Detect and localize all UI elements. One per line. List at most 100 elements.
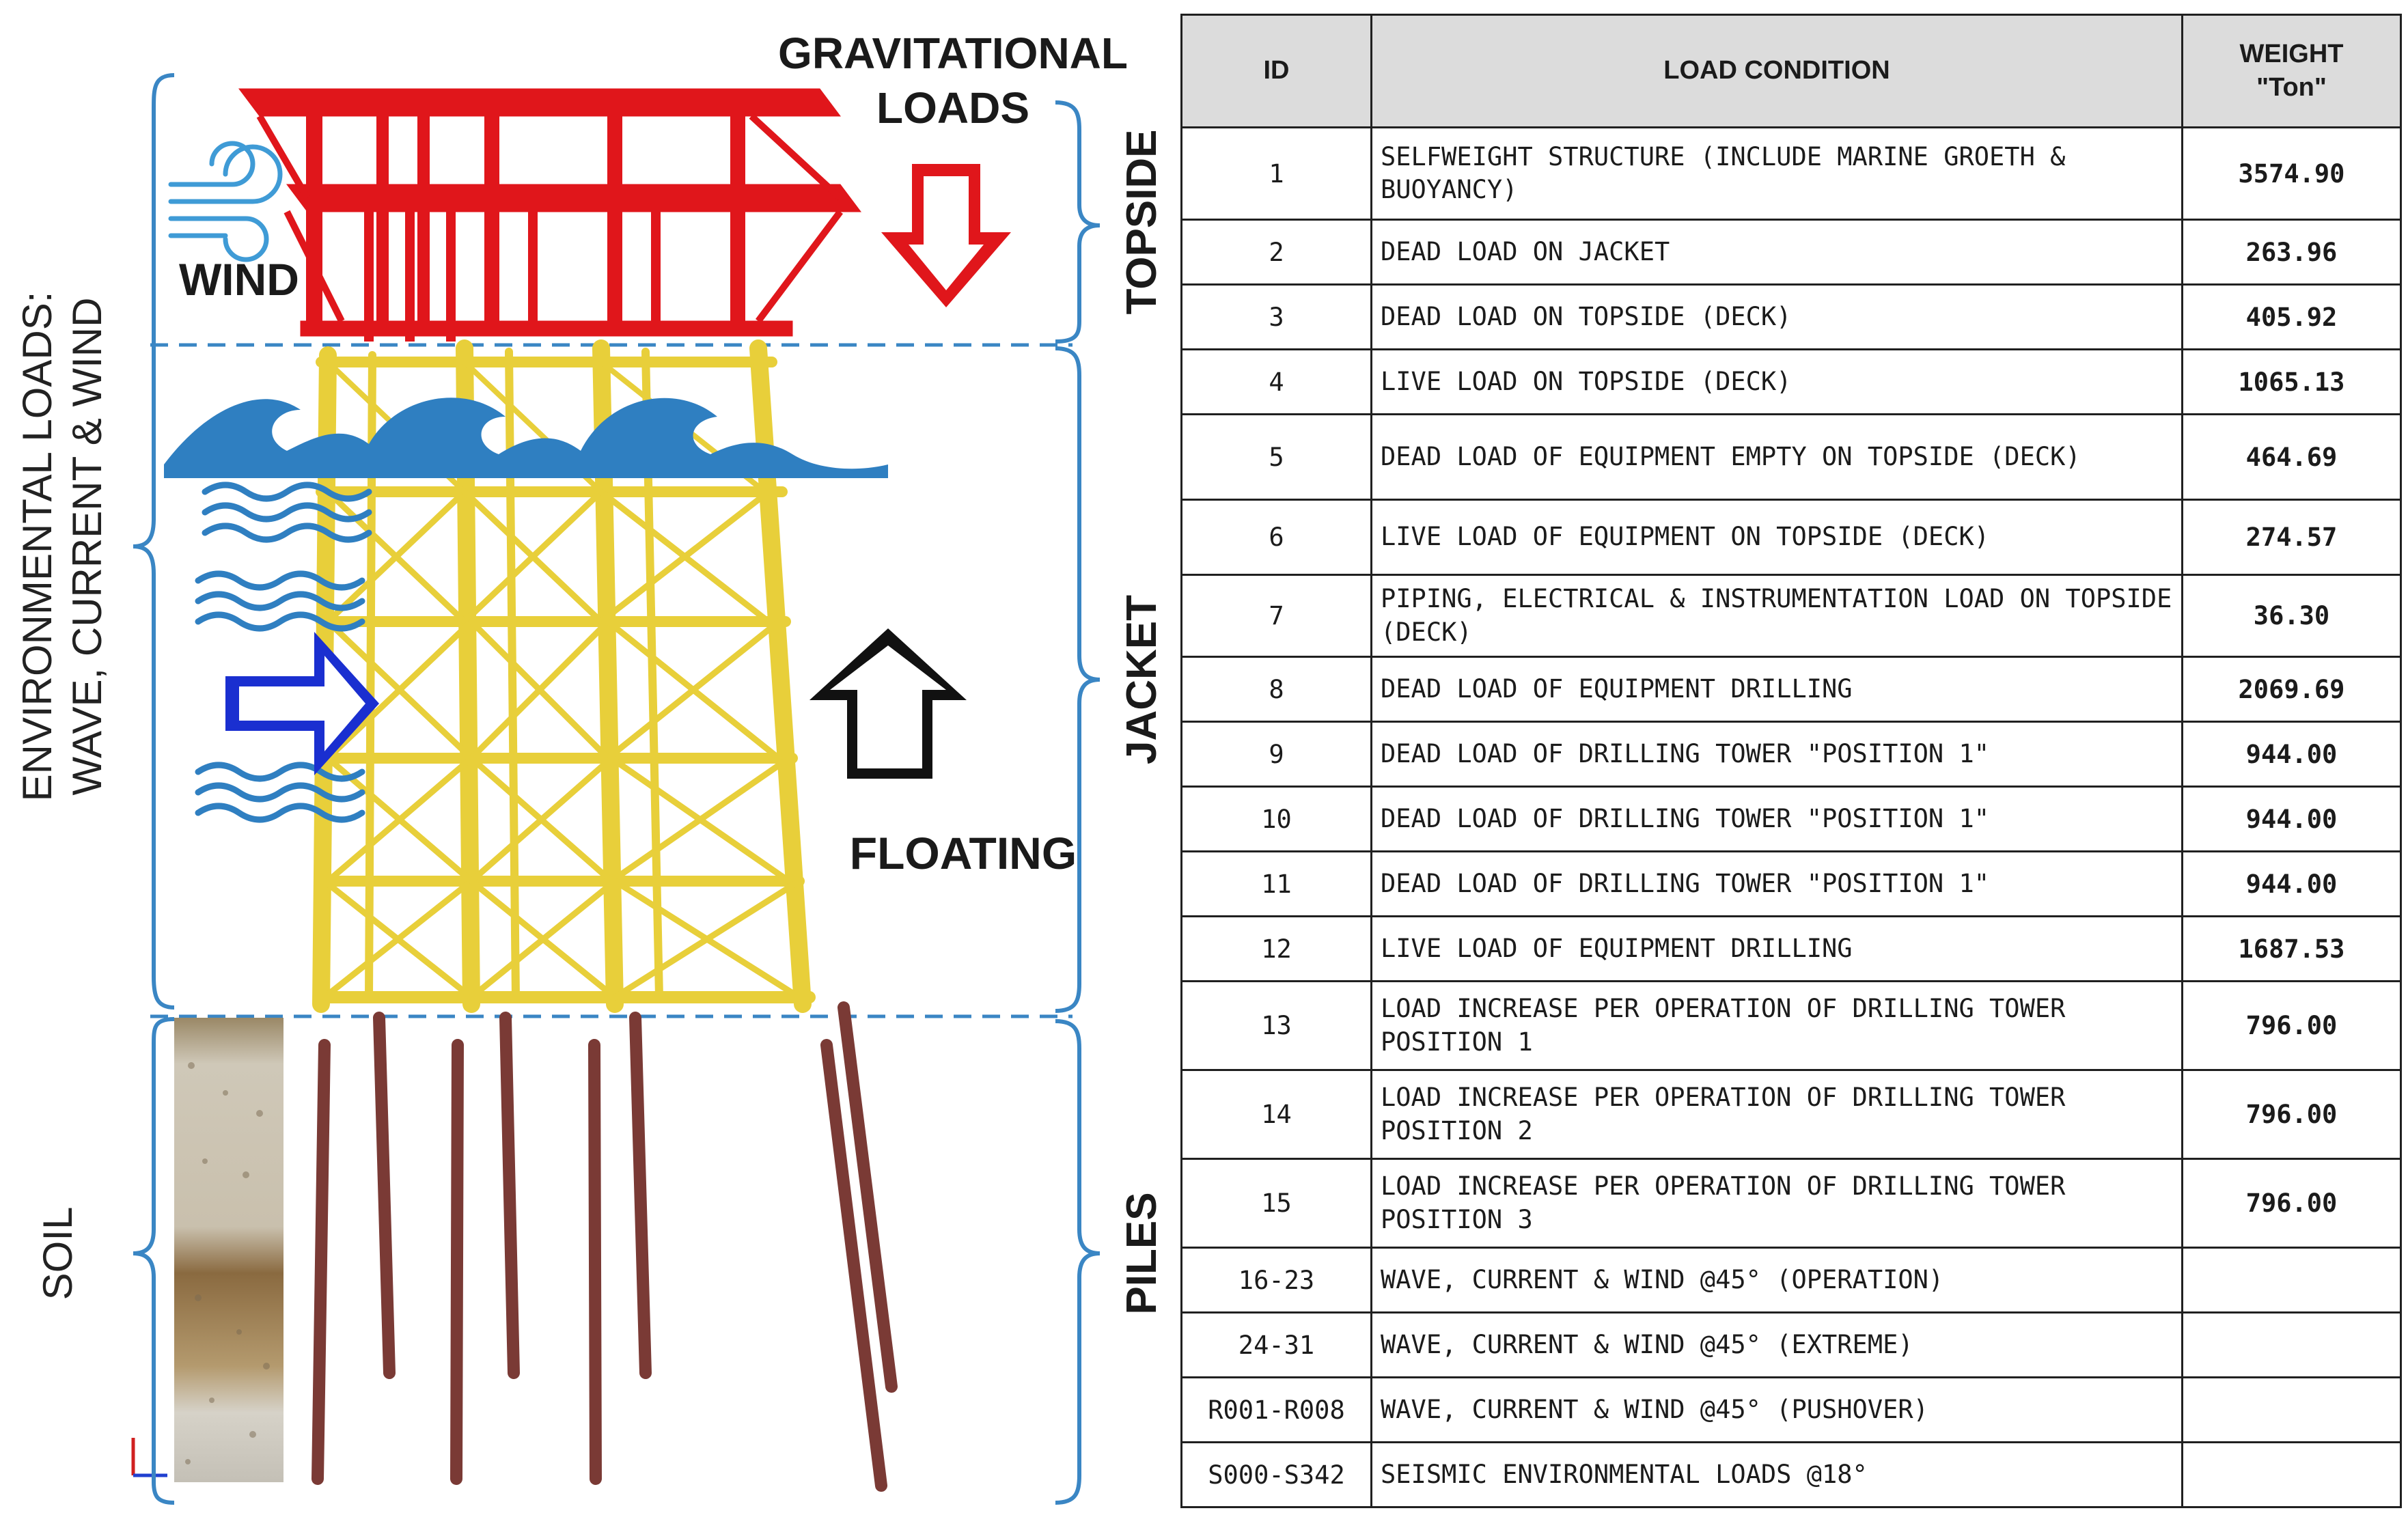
row-weight: 944.00 <box>2181 786 2402 852</box>
row-weight: 36.30 <box>2181 574 2402 658</box>
row-condition: DEAD LOAD OF EQUIPMENT DRILLING <box>1370 656 2183 723</box>
row-weight <box>2181 1441 2402 1508</box>
row-condition: SEISMIC ENVIRONMENTAL LOADS @18° <box>1370 1441 2183 1508</box>
row-condition: LOAD INCREASE PER OPERATION OF DRILLING … <box>1370 980 2183 1071</box>
current-waves-icon <box>195 482 372 823</box>
row-condition: DEAD LOAD ON TOPSIDE (DECK) <box>1370 283 2183 350</box>
jacket-label: JACKET <box>1118 595 1161 764</box>
gravitational-label-line2: LOADS <box>876 83 1029 133</box>
row-id: 15 <box>1180 1158 1372 1249</box>
current-arrow-icon <box>225 632 379 775</box>
header-id: ID <box>1180 14 1372 128</box>
header-load-condition: LOAD CONDITION <box>1370 14 2183 128</box>
row-id: 14 <box>1180 1069 1372 1160</box>
floating-label: FLOATING <box>850 828 1077 878</box>
row-condition: LIVE LOAD OF EQUIPMENT ON TOPSIDE (DECK) <box>1370 499 2183 576</box>
header-weight-unit: "Ton" <box>2256 73 2327 102</box>
wave-icon <box>164 398 888 478</box>
row-weight: 944.00 <box>2181 850 2402 917</box>
row-condition: DEAD LOAD OF DRILLING TOWER "POSITION 1" <box>1370 850 2183 917</box>
wind-label: WIND <box>179 254 299 305</box>
row-weight: 1065.13 <box>2181 348 2402 415</box>
header-weight: WEIGHT "Ton" <box>2181 14 2402 128</box>
row-condition: PIPING, ELECTRICAL & INSTRUMENTATION LOA… <box>1370 574 2183 658</box>
section-brackets <box>133 73 1101 1505</box>
row-condition: WAVE, CURRENT & WIND @45° (PUSHOVER) <box>1370 1376 2183 1443</box>
row-weight <box>2181 1311 2402 1378</box>
soil-image <box>174 1018 283 1482</box>
row-id: 2 <box>1180 219 1372 286</box>
row-weight: 263.96 <box>2181 219 2402 286</box>
row-condition: WAVE, CURRENT & WIND @45° (EXTREME) <box>1370 1311 2183 1378</box>
row-condition: DEAD LOAD OF DRILLING TOWER "POSITION 1" <box>1370 721 2183 788</box>
piles-structure <box>312 1001 898 1492</box>
topside-structure <box>238 88 861 342</box>
row-id: 11 <box>1180 850 1372 917</box>
topside-label: TOPSIDE <box>1118 129 1161 314</box>
row-id: 5 <box>1180 413 1372 501</box>
row-id: 16-23 <box>1180 1247 1372 1314</box>
row-weight: 796.00 <box>2181 980 2402 1071</box>
wind-icon <box>168 141 283 262</box>
row-id: R001-R008 <box>1180 1376 1372 1443</box>
row-id: 1 <box>1180 126 1372 221</box>
soil-texture <box>185 1062 270 1464</box>
row-condition: SELFWEIGHT STRUCTURE (INCLUDE MARINE GRO… <box>1370 126 2183 221</box>
row-weight: 796.00 <box>2181 1158 2402 1249</box>
environmental-label-line1: ENVIRONMENTAL LOADS: <box>14 292 60 802</box>
row-id: 6 <box>1180 499 1372 576</box>
axis-triad-icon <box>131 1438 167 1477</box>
environmental-label-line2: WAVE, CURRENT & WIND <box>64 298 110 796</box>
header-weight-title: WEIGHT <box>2239 39 2344 68</box>
floating-arrow-icon <box>809 628 967 779</box>
row-weight: 405.92 <box>2181 283 2402 350</box>
row-condition: LIVE LOAD ON TOPSIDE (DECK) <box>1370 348 2183 415</box>
piles-label: PILES <box>1118 1192 1161 1314</box>
row-condition: LIVE LOAD OF EQUIPMENT DRILLING <box>1370 915 2183 982</box>
row-id: 10 <box>1180 786 1372 852</box>
row-weight: 796.00 <box>2181 1069 2402 1160</box>
soil-label: SOIL <box>35 1207 81 1301</box>
row-id: 12 <box>1180 915 1372 982</box>
gravitational-label-line1: GRAVITATIONAL <box>778 29 1128 78</box>
row-id: 9 <box>1180 721 1372 788</box>
row-weight: 3574.90 <box>2181 126 2402 221</box>
row-id: S000-S342 <box>1180 1441 1372 1508</box>
row-id: 13 <box>1180 980 1372 1071</box>
row-id: 4 <box>1180 348 1372 415</box>
row-weight: 1687.53 <box>2181 915 2402 982</box>
row-condition: LOAD INCREASE PER OPERATION OF DRILLING … <box>1370 1069 2183 1160</box>
row-id: 3 <box>1180 283 1372 350</box>
row-weight <box>2181 1247 2402 1314</box>
structure-diagram: WIND GRAVITATIONAL LOADS FLOATING <box>14 29 1161 1505</box>
row-condition: LOAD INCREASE PER OPERATION OF DRILLING … <box>1370 1158 2183 1249</box>
row-id: 8 <box>1180 656 1372 723</box>
row-weight: 2069.69 <box>2181 656 2402 723</box>
row-weight: 944.00 <box>2181 721 2402 788</box>
row-condition: DEAD LOAD OF EQUIPMENT EMPTY ON TOPSIDE … <box>1370 413 2183 501</box>
table-header-row: ID LOAD CONDITION WEIGHT "Ton" <box>1180 14 2402 128</box>
gravitational-arrow-icon <box>881 164 1011 307</box>
